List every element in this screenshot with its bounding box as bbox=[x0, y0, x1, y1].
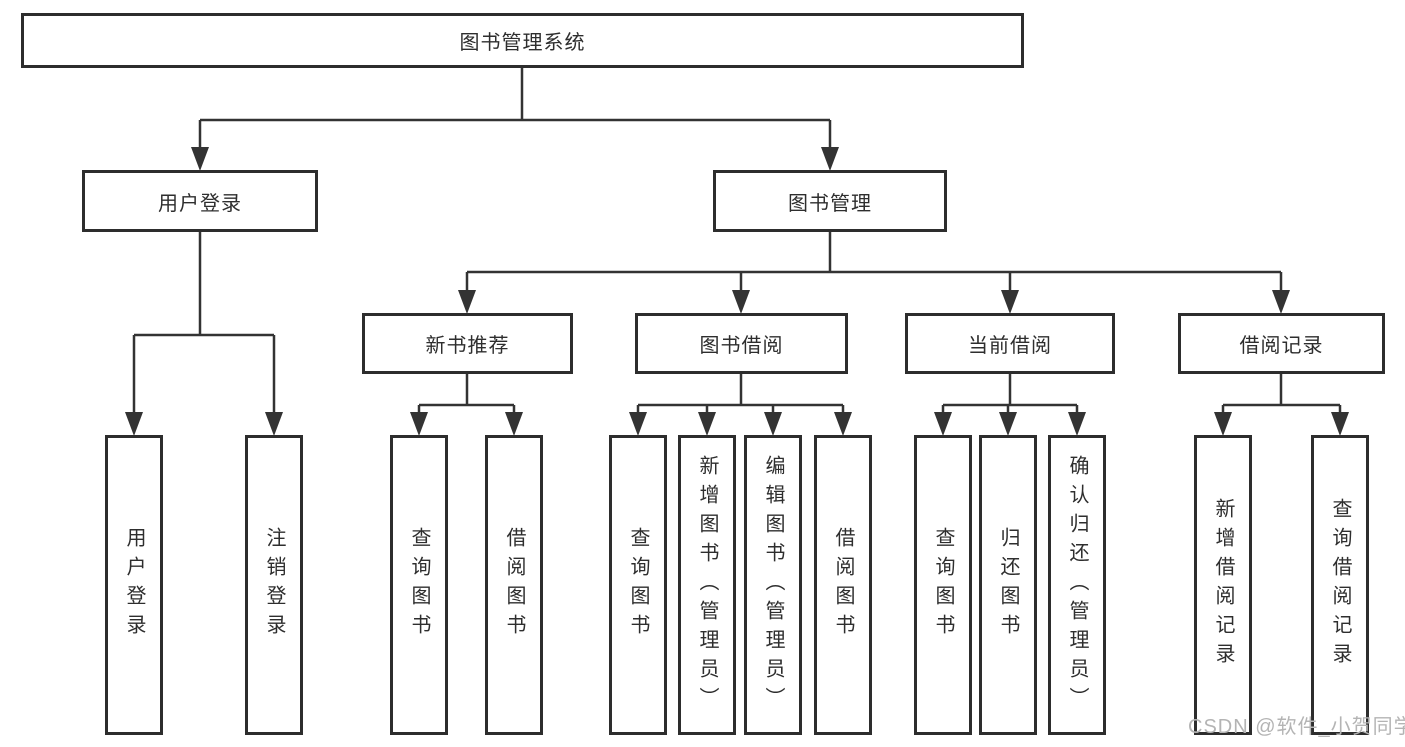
node-label: 图书借阅 bbox=[699, 335, 784, 357]
node-label: 新书推荐 bbox=[425, 335, 510, 357]
node-query-books-recommend: 查询图书 bbox=[390, 435, 448, 735]
node-label: 归还图书 bbox=[997, 527, 1019, 643]
node-label: 注销登录 bbox=[263, 527, 285, 643]
node-book-borrow: 图书借阅 bbox=[635, 313, 848, 374]
node-label: 借阅记录 bbox=[1239, 335, 1324, 357]
node-new-book-recommend: 新书推荐 bbox=[362, 313, 573, 374]
node-query-borrow-record: 查询借阅记录 bbox=[1311, 435, 1369, 735]
node-add-books-admin: 新增图书（管理员） bbox=[678, 435, 736, 735]
node-current-borrow: 当前借阅 bbox=[905, 313, 1115, 374]
node-user-login-leaf: 用户登录 bbox=[105, 435, 163, 735]
node-confirm-return-admin: 确认归还（管理员） bbox=[1048, 435, 1106, 735]
node-borrow-books-recommend: 借阅图书 bbox=[485, 435, 543, 735]
node-label: 查询图书 bbox=[408, 527, 430, 643]
node-label: 编辑图书（管理员） bbox=[762, 454, 784, 716]
node-label: 查询借阅记录 bbox=[1329, 498, 1351, 672]
node-label: 用户登录 bbox=[158, 192, 242, 215]
node-borrow-records: 借阅记录 bbox=[1178, 313, 1385, 374]
node-borrow-books-leaf: 借阅图书 bbox=[814, 435, 872, 735]
node-label: 当前借阅 bbox=[968, 335, 1052, 357]
node-label: 用户登录 bbox=[123, 527, 145, 643]
node-add-borrow-record: 新增借阅记录 bbox=[1194, 435, 1252, 735]
csdn-watermark: CSDN @软件_小贺同学 bbox=[1188, 716, 1405, 738]
node-label: 新增图书（管理员） bbox=[696, 454, 718, 716]
node-label: 图书管理 bbox=[788, 192, 872, 215]
node-label: 新增借阅记录 bbox=[1212, 498, 1234, 672]
node-query-books-current: 查询图书 bbox=[914, 435, 972, 735]
node-return-books: 归还图书 bbox=[979, 435, 1037, 735]
node-logout: 注销登录 bbox=[245, 435, 303, 735]
node-label: 确认归还（管理员） bbox=[1066, 454, 1088, 716]
node-user-login: 用户登录 bbox=[82, 170, 318, 232]
node-query-books-borrow: 查询图书 bbox=[609, 435, 667, 735]
node-label: 查询图书 bbox=[932, 527, 954, 643]
node-edit-books-admin: 编辑图书（管理员） bbox=[744, 435, 802, 735]
node-label: 借阅图书 bbox=[832, 527, 854, 643]
node-library-management-system: 图书管理系统 bbox=[21, 13, 1024, 68]
node-book-management: 图书管理 bbox=[713, 170, 947, 232]
node-label: 查询图书 bbox=[627, 527, 649, 643]
node-label: 借阅图书 bbox=[503, 527, 525, 643]
node-label: 图书管理系统 bbox=[459, 32, 586, 54]
arrowheads bbox=[125, 147, 1349, 436]
